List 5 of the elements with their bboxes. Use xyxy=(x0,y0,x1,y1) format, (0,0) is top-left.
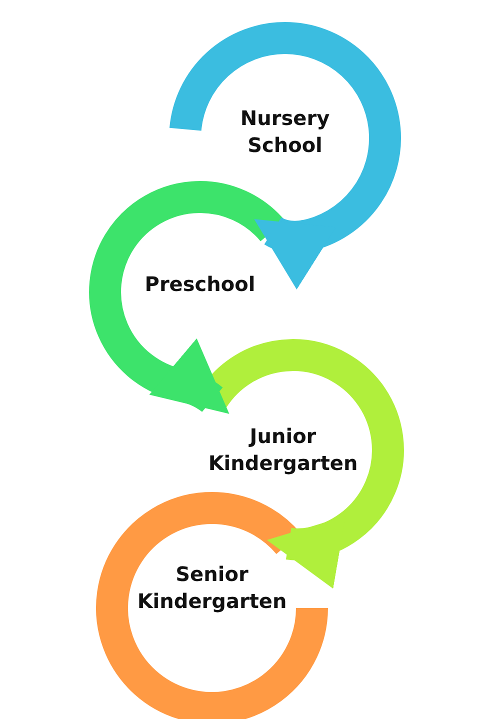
stage-label: Junior Kindergarten xyxy=(208,423,358,477)
stage-label: Nursery School xyxy=(239,105,331,159)
stage-label: Senior Kindergarten xyxy=(137,561,287,615)
stage-label: Preschool xyxy=(144,270,256,298)
curved-arrow xyxy=(149,338,230,414)
